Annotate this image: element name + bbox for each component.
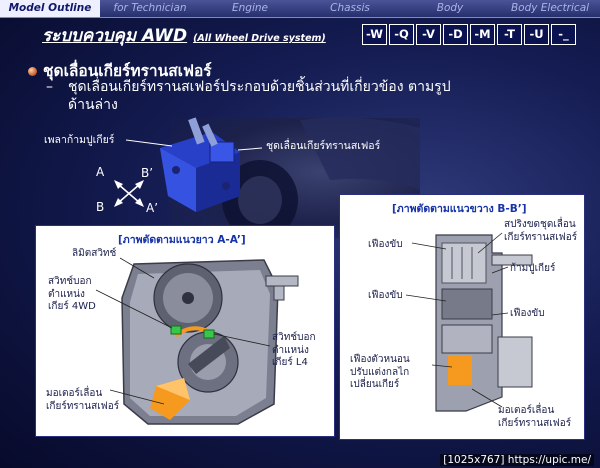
dash-icon: – — [46, 79, 53, 95]
system-nav: -W -Q -V -D -M -T -U -_ — [362, 24, 576, 45]
label-motor-left: มอเตอร์เลื่อน เกียร์ทรานสเฟอร์ — [46, 388, 119, 413]
page-title-thai: ระบบควบคุม AWD — [42, 26, 188, 46]
leader-line — [125, 139, 173, 147]
bullet-text: ชุดเลื่อนเกียร์ทรานสเฟอร์ — [43, 62, 212, 80]
label-4wd-switch-line-1: สวิทช์บอก — [48, 276, 92, 287]
page-title-english: (All Wheel Drive system) — [193, 33, 326, 44]
label-b-prime: B’ — [141, 166, 154, 180]
label-worm-gear-line-3: เปลี่ยนเกียร์ — [350, 379, 400, 390]
car-silhouette — [300, 117, 420, 190]
description-line-1: ชุดเลื่อนเกียร์ทรานสเฟอร์ประกอบด้วยชิ้นส… — [68, 79, 451, 95]
top-nav: Model Outline for Technician Engine Chas… — [0, 0, 600, 18]
label-drive-gear-3: เฟืองขับ — [510, 308, 545, 319]
label-motor-right-line-1: มอเตอร์เลื่อน — [498, 405, 555, 416]
label-worm-gear-line-2: ปรับแต่งกลไก — [350, 366, 410, 378]
section-a-panel: [ภาพตัดตามแนวยาว A-A’] — [35, 225, 335, 437]
label-b: B — [96, 200, 105, 214]
bullet-heading: ชุดเลื่อนเกียร์ทรานสเฟอร์ — [28, 58, 212, 83]
section-a-image — [95, 257, 299, 425]
label-motor-right: มอเตอร์เลื่อน เกียร์ทรานสเฟอร์ — [498, 405, 571, 430]
label-spring-line-1: สปริงขดชุดเลื่อน — [504, 219, 576, 230]
label-4wd-switch-line-3: เกียร์ 4WD — [48, 301, 96, 312]
car-wheel-hub — [238, 176, 282, 224]
label-spring: สปริงขดชุดเลื่อน เกียร์ทรานสเฟอร์ — [504, 219, 577, 244]
section-a-title: [ภาพตัดตามแนวยาว A-A’] — [118, 234, 246, 246]
page-title: ระบบควบคุม AWD (All Wheel Drive system) — [42, 22, 326, 49]
label-worm-gear-line-1: เฟืองตัวหนอน — [350, 354, 410, 365]
tab-body[interactable]: Body — [436, 2, 464, 14]
bullet-icon — [28, 67, 37, 76]
label-motor-left-line-1: มอเตอร์เลื่อน — [46, 388, 103, 399]
direction-arrows-icon — [114, 180, 144, 207]
label-shift-shaft: เพลาก้ามปูเกียร์ — [44, 134, 115, 146]
system-button-u[interactable]: -U — [524, 24, 549, 45]
label-shift-fork: ก้ามปูเกียร์ — [510, 263, 556, 274]
label-limit-switch: ลิมิตสวิทช์ — [72, 248, 117, 259]
leader-line — [237, 147, 263, 151]
label-4wd-switch-line-2: ตำแหน่ง — [48, 288, 85, 300]
section-b-image — [405, 232, 533, 412]
system-button-t[interactable]: -T — [497, 24, 522, 45]
system-button-m[interactable]: -M — [470, 24, 495, 45]
label-motor-right-line-2: เกียร์ทรานสเฟอร์ — [498, 417, 572, 429]
system-button-d[interactable]: -D — [443, 24, 468, 45]
label-drive-gear-1: เฟืองขับ — [368, 239, 403, 250]
tab-for-technician[interactable]: for Technician — [113, 2, 187, 14]
tab-engine[interactable]: Engine — [232, 2, 268, 14]
label-a-prime: A’ — [146, 201, 159, 215]
label-l4-switch-line-2: ตำแหน่ง — [272, 344, 309, 356]
label-spring-line-2: เกียร์ทรานสเฟอร์ — [504, 231, 578, 243]
system-button-q[interactable]: -Q — [389, 24, 414, 45]
actuator-image — [160, 117, 240, 212]
description-line-2: ด้านล่าง — [68, 97, 118, 113]
section-b-panel: [ภาพตัดตามแนวขวาง B-B’] สปริงขดชุดเลื่อน… — [339, 194, 585, 440]
label-motor-left-line-2: เกียร์ทรานสเฟอร์ — [46, 400, 120, 412]
system-button-underscore[interactable]: -_ — [551, 24, 576, 45]
label-4wd-switch: สวิทช์บอก ตำแหน่ง เกียร์ 4WD — [48, 276, 96, 314]
tab-model-outline[interactable]: Model Outline — [0, 0, 100, 17]
label-worm-gear: เฟืองตัวหนอน ปรับแต่งกลไก เปลี่ยนเกียร์ — [350, 354, 410, 392]
label-actuator: ชุดเลื่อนเกียร์ทรานสเฟอร์ — [266, 140, 381, 152]
label-l4-switch-line-3: เกียร์ L4 — [272, 357, 308, 368]
tab-body-electrical[interactable]: Body Electrical — [510, 2, 590, 14]
section-b-title: [ภาพตัดตามแนวขวาง B-B’] — [392, 203, 527, 215]
system-button-v[interactable]: -V — [416, 24, 441, 45]
label-drive-gear-2: เฟืองขับ — [368, 290, 403, 301]
label-l4-switch-line-1: สวิทช์บอก — [272, 332, 316, 343]
description: – ชุดเลื่อนเกียร์ทรานสเฟอร์ประกอบด้วยชิ้… — [46, 78, 552, 114]
label-l4-switch: สวิทช์บอก ตำแหน่ง เกียร์ L4 — [272, 332, 316, 370]
tab-chassis[interactable]: Chassis — [330, 2, 370, 14]
label-a: A — [96, 165, 105, 179]
system-button-w[interactable]: -W — [362, 24, 387, 45]
watermark: [1025x767] https://upic.me/ — [440, 454, 594, 466]
